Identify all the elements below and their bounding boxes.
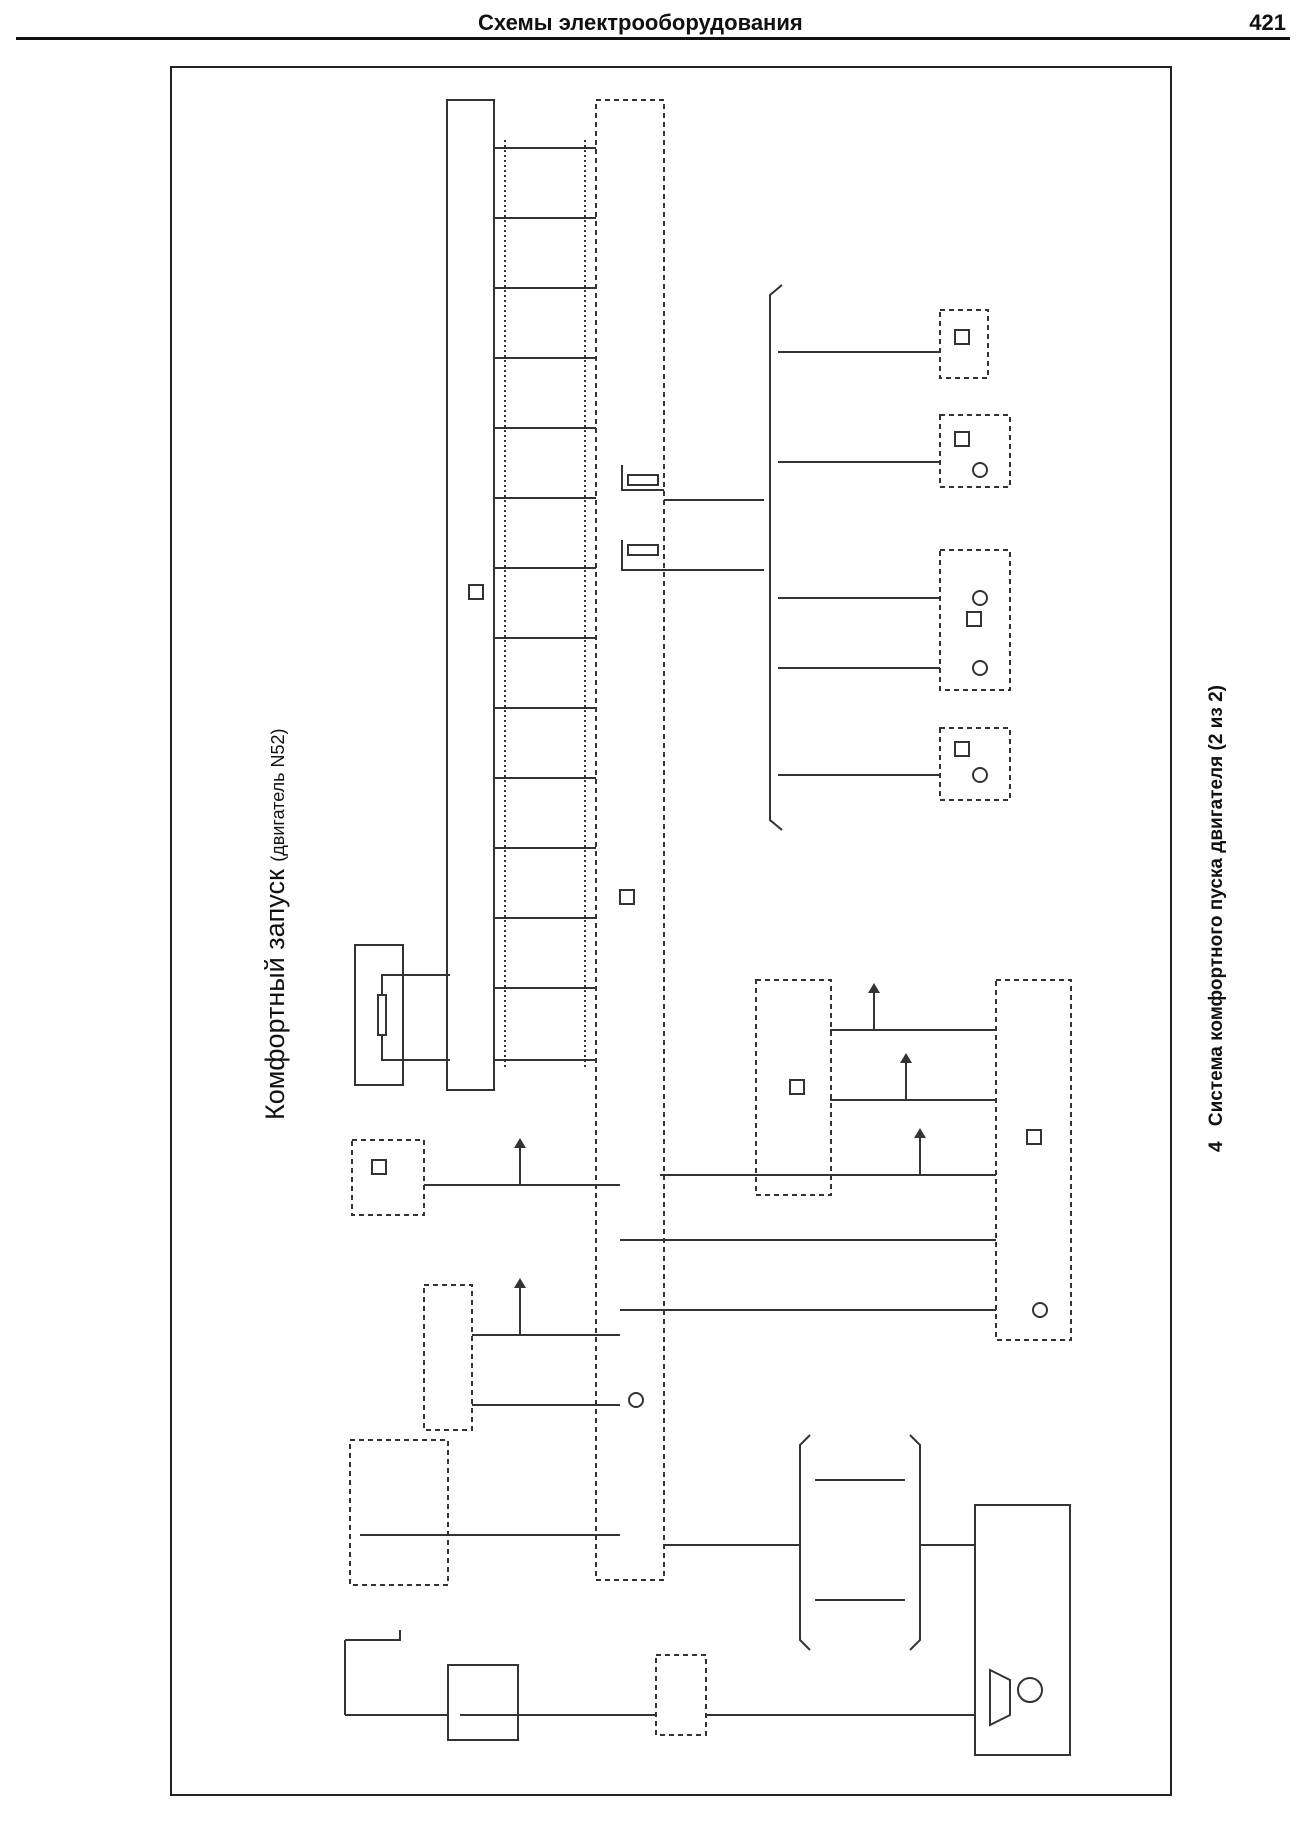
diagram-title-sub: (двигатель N52) — [268, 728, 288, 862]
starter-box — [974, 1504, 1071, 1756]
arrow-leads — [519, 990, 921, 1335]
figure-caption-text: Система комфортного пуска двигателя (2 и… — [1206, 685, 1227, 1127]
control-unit-box — [595, 99, 665, 1581]
brake-light-box — [354, 944, 404, 1086]
page-header-title: Схемы электрооборудования — [478, 10, 803, 35]
diagram-title-main: Комфортный запуск — [260, 869, 290, 1120]
diagram-frame — [170, 66, 1172, 1796]
diagram-title: Комфортный запуск (двигатель N52) — [260, 728, 291, 1120]
header-rule — [16, 37, 1290, 40]
fuse-block — [447, 1664, 519, 1741]
lower-wires — [345, 1029, 996, 1716]
figure-number: 4 — [1206, 1141, 1227, 1152]
antenna-boxes — [939, 309, 1011, 801]
page-number: 421 — [1249, 10, 1286, 35]
main-connector-block — [446, 99, 495, 1091]
antenna-wires — [664, 351, 940, 776]
connector-wires — [494, 147, 596, 1061]
figure-caption: 4 Система комфортного пуска двигателя (2… — [1206, 685, 1228, 1152]
lower-component-boxes — [349, 979, 1072, 1736]
